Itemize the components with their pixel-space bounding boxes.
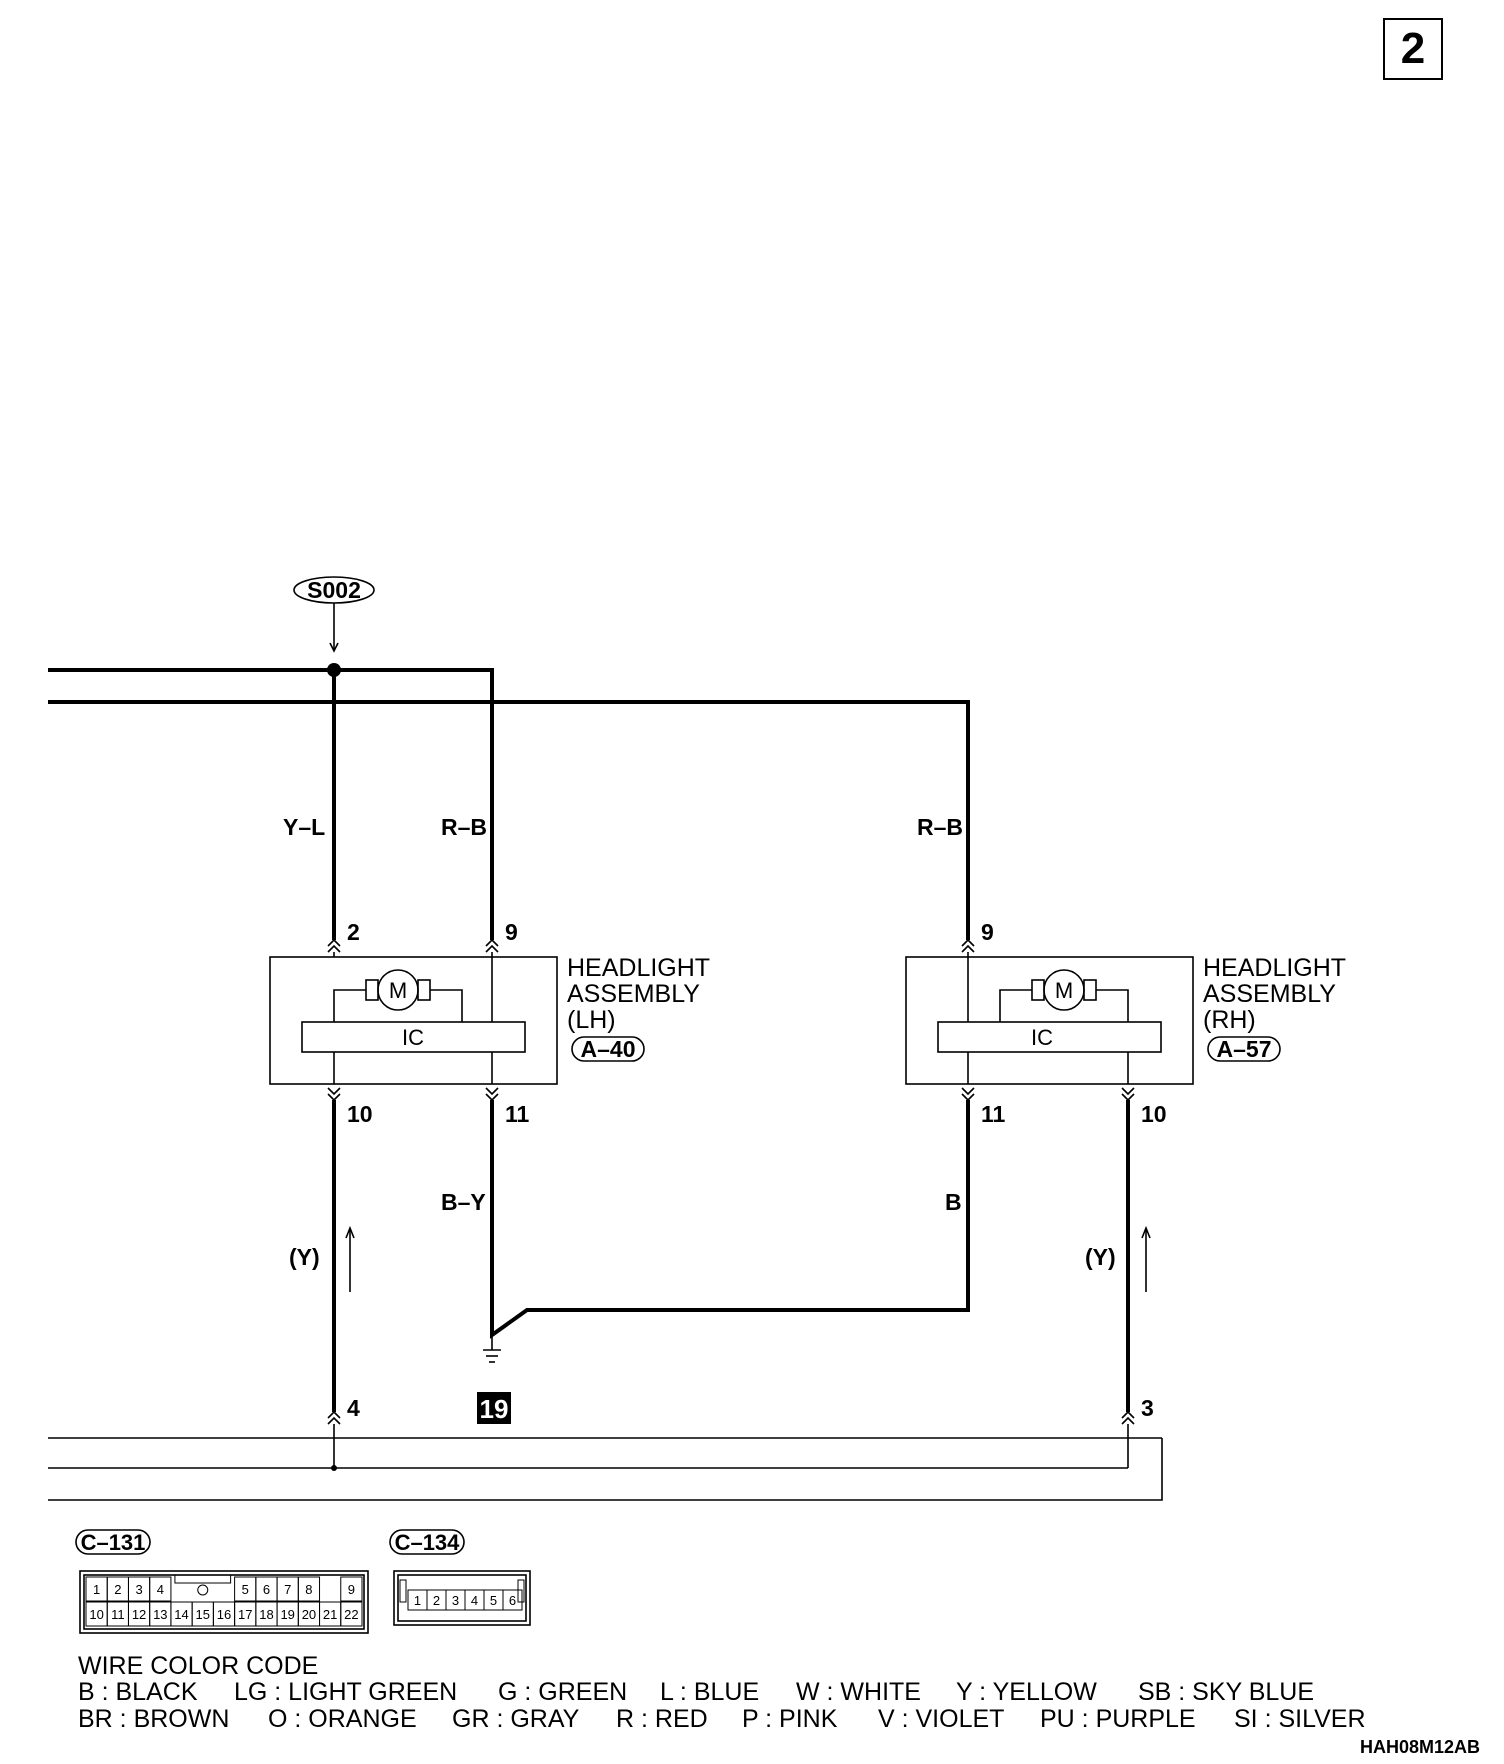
c131-pin: 16 bbox=[217, 1607, 231, 1622]
legend-entry: L : BLUE bbox=[660, 1678, 760, 1706]
pin-11-lh: 11 bbox=[505, 1101, 530, 1127]
c134-pin: 1 bbox=[414, 1593, 421, 1608]
harness-pin-4: 4 bbox=[347, 1395, 360, 1421]
wire-label-y-rh: (Y) bbox=[1085, 1244, 1116, 1270]
connector-c134-label: C–134 bbox=[395, 1530, 461, 1555]
c131-pin: 11 bbox=[111, 1607, 125, 1622]
c131-pin: 22 bbox=[344, 1607, 358, 1622]
connector-c131-label: C–131 bbox=[81, 1530, 146, 1555]
splice-dot bbox=[327, 663, 341, 677]
c131-pin: 14 bbox=[174, 1607, 188, 1622]
assembly-name-lh-1: HEADLIGHT bbox=[567, 954, 710, 982]
wire-label-r-b-lh: R–B bbox=[441, 814, 487, 840]
wire-label-y-lh: (Y) bbox=[289, 1244, 320, 1270]
c131-pin: 7 bbox=[284, 1582, 291, 1597]
splice-s002: S002 bbox=[293, 576, 375, 653]
legend-entry: O : ORANGE bbox=[268, 1705, 417, 1733]
motor-icon bbox=[1043, 969, 1085, 1011]
c134-pin: 5 bbox=[490, 1593, 497, 1608]
c131-pin: 19 bbox=[280, 1607, 294, 1622]
legend-entry: B : BLACK bbox=[78, 1678, 198, 1706]
wire-label-r-b-rh: R–B bbox=[917, 814, 963, 840]
c131-pin: 13 bbox=[153, 1607, 167, 1622]
legend-entry: W : WHITE bbox=[796, 1678, 921, 1706]
ic-label-lh: IC bbox=[402, 1025, 424, 1050]
figure-code: HAH08M12AB bbox=[1360, 1737, 1481, 1757]
c134-pin: 6 bbox=[509, 1593, 516, 1608]
wire-r-b-lh bbox=[48, 668, 494, 940]
ground-symbol: 19 bbox=[477, 1335, 511, 1424]
legend-entry: R : RED bbox=[616, 1705, 708, 1733]
assembly-name-rh-1: HEADLIGHT bbox=[1203, 954, 1346, 982]
ic-label-rh: IC bbox=[1031, 1025, 1053, 1050]
pin-2-lh: 2 bbox=[347, 919, 360, 945]
assembly-name-lh-3: (LH) bbox=[567, 1006, 616, 1034]
assembly-name-rh-3: (RH) bbox=[1203, 1006, 1256, 1034]
legend-title: WIRE COLOR CODE bbox=[78, 1652, 319, 1680]
connector-a40: A–40 bbox=[581, 1036, 636, 1062]
c131-pin: 8 bbox=[305, 1582, 312, 1597]
c131-pin: 18 bbox=[259, 1607, 273, 1622]
c131-pin: 9 bbox=[348, 1582, 355, 1597]
top-bus bbox=[48, 663, 970, 940]
c131-pin: 10 bbox=[89, 1607, 103, 1622]
wire-label-b-y: B–Y bbox=[441, 1189, 486, 1215]
connector-a57: A–57 bbox=[1217, 1036, 1272, 1062]
c131-pin: 2 bbox=[114, 1582, 121, 1597]
c131-pin: 6 bbox=[263, 1582, 270, 1597]
legend-entry: G : GREEN bbox=[498, 1678, 628, 1706]
motor-icon bbox=[377, 969, 419, 1011]
legend-entry: LG : LIGHT GREEN bbox=[234, 1678, 458, 1706]
legend-entry: SB : SKY BLUE bbox=[1138, 1678, 1315, 1706]
c131-pin: 5 bbox=[242, 1582, 249, 1597]
bottom-harness: 4 3 bbox=[48, 1395, 1163, 1501]
c134-pin: 2 bbox=[433, 1593, 440, 1608]
legend-entry: V : VIOLET bbox=[878, 1705, 1005, 1733]
legend-entry: P : PINK bbox=[742, 1705, 838, 1733]
ground-number: 19 bbox=[480, 1394, 509, 1424]
lower-wires bbox=[332, 1100, 1151, 1412]
c131-pin: 1 bbox=[93, 1582, 100, 1597]
legend-entry: Y : YELLOW bbox=[956, 1678, 1097, 1706]
splice-label: S002 bbox=[307, 577, 361, 603]
assembly-name-rh-2: ASSEMBLY bbox=[1203, 980, 1336, 1008]
legend-entry: PU : PURPLE bbox=[1040, 1705, 1196, 1733]
c131-pin: 12 bbox=[132, 1607, 146, 1622]
headlight-assembly-rh: 9 M IC 11 10 HEADLIGHT ASSEMBLY (RH) A–5… bbox=[905, 919, 1346, 1127]
wire-label-y-l: Y–L bbox=[283, 814, 325, 840]
c131-pin: 21 bbox=[323, 1607, 337, 1622]
page-number: 2 bbox=[1383, 18, 1443, 80]
c131-pin: 15 bbox=[196, 1607, 210, 1622]
pin-10-rh: 10 bbox=[1141, 1101, 1167, 1127]
c131-pin: 20 bbox=[302, 1607, 316, 1622]
harness-pin-3: 3 bbox=[1141, 1395, 1154, 1421]
pin-9-lh: 9 bbox=[505, 919, 518, 945]
c131-pin: 4 bbox=[157, 1582, 164, 1597]
legend-entry: BR : BROWN bbox=[78, 1705, 230, 1733]
c131-pin: 3 bbox=[135, 1582, 142, 1597]
wire-ground-return bbox=[490, 1100, 970, 1339]
pin-11-rh: 11 bbox=[981, 1101, 1006, 1127]
assembly-name-lh-2: ASSEMBLY bbox=[567, 980, 700, 1008]
legend-entry: SI : SILVER bbox=[1234, 1705, 1366, 1733]
headlight-assembly-lh: 2 9 M IC 10 11 HEADLIGHT ASSEMBLY (LH) A… bbox=[269, 919, 710, 1127]
c134-pin: 3 bbox=[452, 1593, 459, 1608]
c134-pin: 4 bbox=[471, 1593, 478, 1608]
c131-pin: 17 bbox=[238, 1607, 252, 1622]
wire-r-b-rh bbox=[48, 700, 970, 940]
motor-label-lh: M bbox=[389, 978, 407, 1003]
wire-label-b: B bbox=[945, 1189, 962, 1215]
motor-label-rh: M bbox=[1055, 978, 1073, 1003]
legend-entry: GR : GRAY bbox=[452, 1705, 580, 1733]
pin-9-rh: 9 bbox=[981, 919, 994, 945]
pin-10-lh: 10 bbox=[347, 1101, 373, 1127]
